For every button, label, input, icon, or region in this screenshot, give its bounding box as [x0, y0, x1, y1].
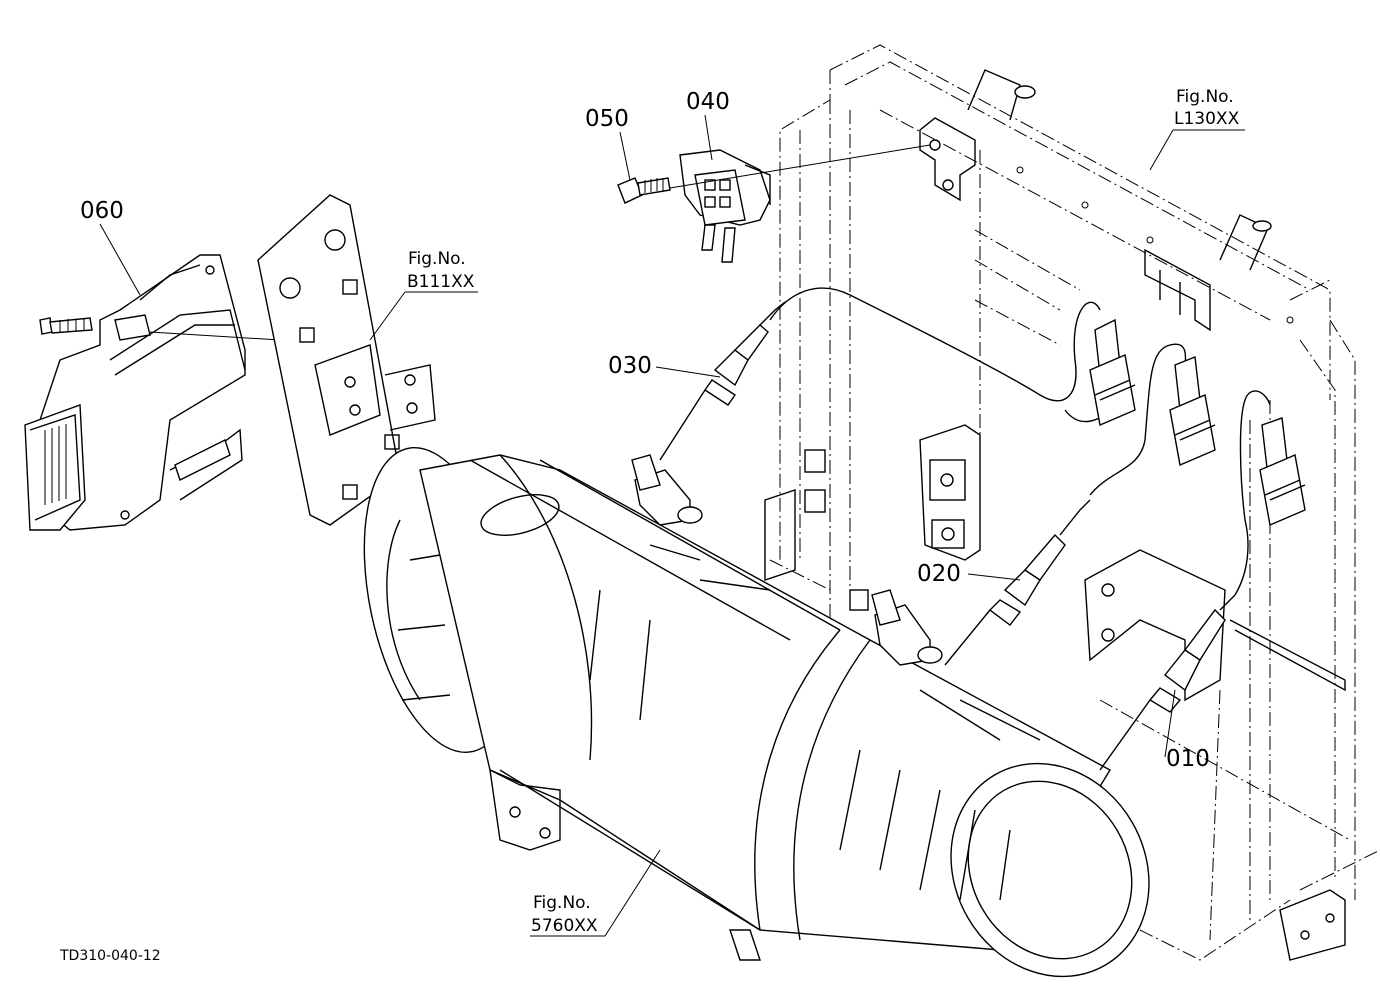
pressure-sensor-040: [679, 149, 771, 263]
fig-ref-l130xx-prefix: Fig.No.: [1176, 87, 1234, 107]
fig-ref-5760xx-code: 5760XX: [531, 916, 598, 936]
connector-plug-2: [1169, 356, 1216, 466]
small-plates: [764, 449, 1346, 961]
diagram-code: TD310-040-12: [59, 948, 161, 964]
center-bracket: [919, 424, 981, 561]
temp-sensor-030: [659, 301, 786, 461]
sensor-bracket: [919, 117, 976, 202]
leader-ecu-to-plate: [149, 331, 281, 341]
part-label-030: 030: [608, 353, 652, 379]
part-label-050: 050: [585, 106, 629, 132]
frame-pins: [967, 69, 1294, 324]
fig-ref-5760xx-prefix: Fig.No.: [533, 893, 591, 913]
leader-lines: [99, 114, 1245, 937]
dpf-sensor-boss-2: [871, 589, 943, 666]
part-label-010: 010: [1166, 746, 1210, 772]
bolt-050: [617, 177, 671, 204]
fig-ref-b111xx-prefix: Fig.No.: [408, 249, 466, 269]
harness-bracket: [1144, 248, 1211, 332]
part-label-060: 060: [80, 198, 124, 224]
connector-plug-1: [1089, 318, 1136, 426]
dpf-sensor-boss-1: [631, 454, 703, 526]
connector-plug-3: [1259, 417, 1306, 526]
part-label-040: 040: [686, 89, 730, 115]
frame-structure: [769, 44, 1380, 961]
side-bracket: [1084, 549, 1346, 702]
fig-ref-l130xx-code: L130XX: [1174, 109, 1240, 129]
temp-sensor-020: [944, 499, 1091, 666]
fig-ref-b111xx-code: B111XX: [407, 272, 475, 292]
ecu-060: [24, 254, 246, 531]
leader-bolt-to-bracket: [669, 144, 931, 189]
part-label-020: 020: [917, 561, 961, 587]
dpf-muffler: [363, 446, 1150, 978]
sensor-wires: [769, 287, 1271, 596]
